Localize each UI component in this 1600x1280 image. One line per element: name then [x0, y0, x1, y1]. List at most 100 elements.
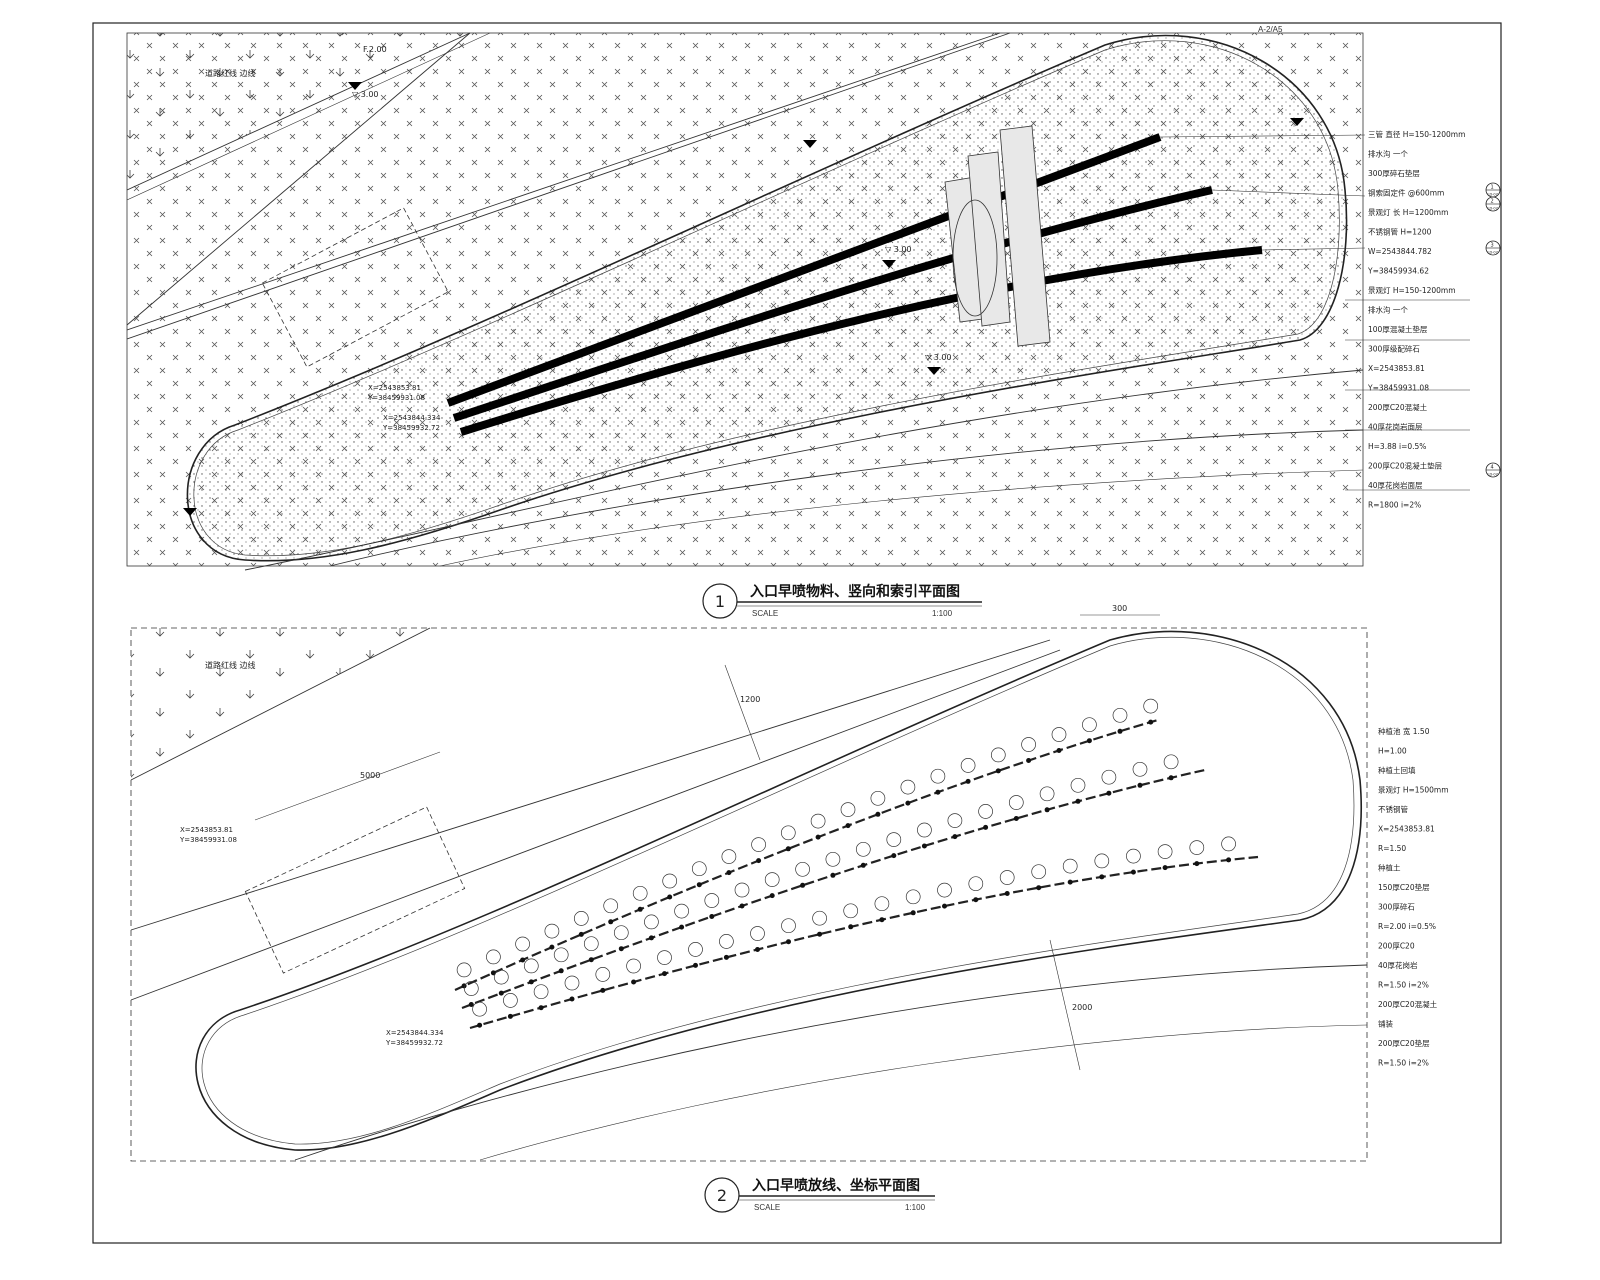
light-fixture [1226, 857, 1232, 863]
planter-circle [905, 889, 921, 905]
view1-note: 200厚C20混凝土 [1368, 402, 1428, 412]
light-fixture [1067, 879, 1073, 885]
view2-plan: 5000 1200 2000 300 道路红线 边线 X=2543853.81 … [130, 604, 1449, 1162]
planter-circle [968, 876, 984, 892]
planter-circle [947, 813, 963, 828]
planter-circle [493, 969, 509, 985]
planter-circle [721, 849, 737, 864]
planter-circle [1070, 777, 1086, 793]
planter-circle [917, 822, 932, 838]
planter-circle [1031, 864, 1047, 880]
light-fixture [800, 882, 806, 888]
planter-circle [1039, 786, 1055, 802]
light-fixture [1137, 782, 1143, 788]
light-fixture [558, 968, 564, 974]
view1-elev-low: ▽ 3.00 [925, 353, 952, 362]
view1-note: 不锈钢管 H=1200 [1368, 227, 1432, 237]
light-fixture [756, 858, 762, 864]
light-fixture [528, 979, 534, 985]
view2-number: 2 [717, 1186, 727, 1205]
view2-note: R=1.50 i=2% [1378, 981, 1429, 990]
planter-circle [751, 837, 766, 852]
light-fixture [637, 906, 643, 912]
view2-note: 200厚C20 [1378, 942, 1415, 951]
view1-note: 排水沟 一个 [1368, 149, 1408, 159]
sheet-ref: A-2/A5 [1258, 25, 1283, 34]
planter-circle [1101, 769, 1117, 785]
view1-note: X=2543853.81 [1368, 364, 1425, 373]
planter-circle [573, 911, 589, 926]
light-fixture [830, 872, 836, 878]
view2-note: X=2543853.81 [1378, 825, 1435, 834]
view1-plan: F.2.00 ▽ 3.00 ▽ 3.00 ▽ 3.00 道路红线 边线 X=25… [126, 32, 1501, 571]
planter-circle [1157, 844, 1173, 859]
light-fixture [618, 946, 624, 952]
ribbon-3 [459, 246, 1263, 436]
light-fixture [860, 862, 866, 868]
view2-note: R=1.50 [1378, 844, 1406, 853]
light-fixture [942, 903, 947, 909]
light-fixture [1026, 758, 1032, 763]
light-fixture [769, 893, 775, 899]
view2-note: 40厚花岗岩 [1378, 960, 1418, 970]
planter-circle [840, 802, 856, 817]
view1-number-circle [702, 583, 738, 619]
view2-note: 种植土回填 [1378, 765, 1416, 775]
planter-circle [780, 825, 796, 841]
light-fixture [696, 882, 702, 888]
view1-note: 40厚花岗岩面层 [1368, 422, 1423, 432]
view1-note: Y=38459934.62 [1367, 267, 1429, 276]
light-fixture [739, 903, 745, 909]
light-fixture [679, 924, 685, 930]
planter-circle [1143, 698, 1159, 714]
view1-number: 1 [715, 592, 725, 611]
light-fixture [608, 919, 614, 925]
light-fixture [935, 789, 941, 795]
view2-scale-label: SCALE [754, 1203, 780, 1212]
planter-circle [734, 882, 750, 898]
planter-circle [644, 914, 659, 930]
view2-dimensions [254, 614, 1160, 1071]
planter-circle [1189, 840, 1205, 855]
view2-planters [456, 698, 1236, 1028]
ribbon-1 [446, 133, 1162, 407]
view2-title: 入口早喷放线、坐标平面图 [752, 1177, 920, 1194]
light-fixture [1148, 719, 1154, 725]
light-fixture [1117, 728, 1123, 734]
view1-title: 入口早喷物料、竖向和索引平面图 [750, 583, 960, 600]
planter-circle [1082, 717, 1097, 733]
view2-island [195, 630, 1362, 1151]
light-fixture [1162, 865, 1168, 871]
view2-coord-c: X=2543844.334 [386, 1029, 444, 1037]
light-fixture [910, 910, 916, 916]
planter-circle [960, 758, 976, 773]
view1-elev-main: ▽ 3.00 [352, 90, 379, 99]
planter-circle [544, 923, 560, 939]
index-bubble-sheet: LD-07 [1488, 473, 1498, 477]
light-fixture [1130, 869, 1136, 875]
light-fixture [538, 1005, 544, 1011]
planter-circle [691, 861, 707, 877]
planter-circle [626, 958, 641, 974]
planter-circle [795, 861, 810, 877]
planter-circle [990, 747, 1006, 763]
light-fixture [921, 843, 927, 849]
planter-circle [533, 984, 549, 1000]
light-fixture [726, 870, 732, 876]
planter-circle [523, 958, 539, 974]
view1-scale: 1:100 [932, 609, 953, 618]
light-fixture [588, 957, 594, 963]
planter-circle [553, 947, 569, 963]
planter-circle [1132, 761, 1148, 777]
light-fixture [549, 944, 555, 950]
planter-circle [843, 903, 859, 919]
view2-note: 不锈钢管 [1378, 804, 1408, 814]
planter-circle [886, 832, 902, 847]
view2-note: 200厚C20垫层 [1378, 1038, 1430, 1048]
view2-note: 300厚碎石 [1378, 902, 1415, 912]
planter-circle [595, 967, 611, 982]
view2-row-2 [461, 768, 1206, 1010]
planter-circle [472, 1001, 487, 1017]
